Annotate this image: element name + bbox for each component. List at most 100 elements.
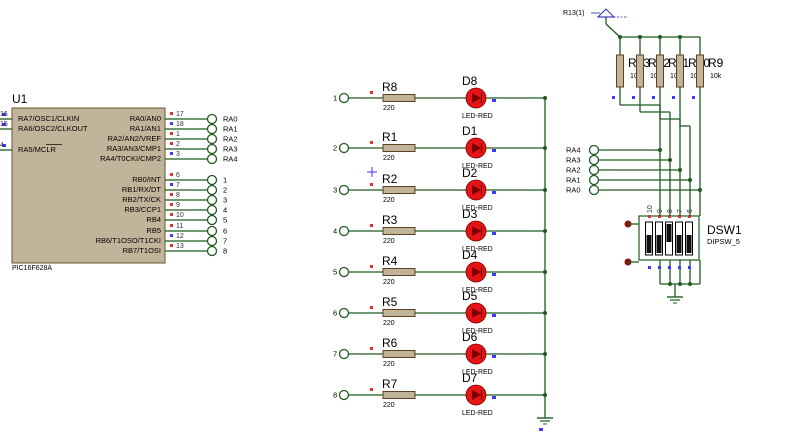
mcu-pin-name: RA6/OSC2/CLKOUT [18,124,88,133]
terminal[interactable] [206,153,218,165]
resistor-value: 220 [383,197,395,204]
diode-triangle [472,308,481,318]
mcu-right-pin[interactable]: 18 RA1/AN1 RA1 [130,121,238,135]
terminal[interactable] [338,92,350,104]
terminal[interactable] [588,184,600,196]
mcu-right-pin[interactable]: 8 RB2/TX/CK 3 [122,192,227,206]
mcu-pin-name: RB5 [146,226,161,235]
terminal[interactable] [206,174,218,186]
mcu-left-pin[interactable]: 15 RA6/OSC2/CLKOUT [0,121,88,133]
pullup-routing [620,104,701,216]
terminal[interactable] [206,133,218,145]
terminal[interactable] [338,389,350,401]
terminal[interactable] [338,348,350,360]
mcu-right-pin[interactable]: 10 RB4 5 [146,212,227,226]
switch-net-line[interactable]: RA4 [566,144,662,156]
net-label: RA3 [566,156,581,165]
resistor[interactable] [382,144,416,152]
terminal[interactable] [206,113,218,125]
switch-net-line[interactable]: RA1 [566,174,692,186]
toggle-knob [666,224,672,242]
resistor[interactable] [382,350,416,358]
resistor[interactable] [382,227,416,235]
mcu-right-pin[interactable]: 11 RB5 6 [146,223,227,237]
terminal[interactable] [338,142,350,154]
mcu-right-pin[interactable]: 6 RB0/INT 1 [132,172,227,186]
net-label: 1 [223,176,227,185]
resistor-ref: R8 [382,80,398,94]
dip-switch-dsw1[interactable]: DSW1 DIPSW_5 [624,215,742,266]
mcu-body [11,107,166,264]
terminal[interactable] [206,214,218,226]
mcu-right-pin[interactable]: 13 RB7/T1OSI 8 [123,243,228,257]
terminal[interactable] [206,194,218,206]
terminal[interactable] [338,266,350,278]
switch-net-line[interactable]: RA0 [566,184,702,196]
net-label: 5 [333,268,337,277]
terminal[interactable] [206,245,218,257]
terminal[interactable] [338,225,350,237]
power-label: R13(1) [563,10,584,17]
mcu-left-pin[interactable]: 4 RA5/MCLR [0,142,62,154]
terminal[interactable] [206,225,218,237]
dip-toggle[interactable]: 10 [645,205,661,284]
terminal[interactable] [206,235,218,247]
crosshair-marker-icon [367,167,377,177]
resistor-ref: R7 [382,377,398,391]
resistor[interactable] [382,94,416,102]
net-label: RA1 [223,125,238,134]
mcu-right-pin[interactable]: 9 RB3/CCP1 4 [124,202,227,216]
pullup-network: R13(1) [563,8,700,39]
pullup-resistor[interactable]: R1010k [672,37,710,105]
mcu-pin-number: 12 [176,233,184,240]
led-type: LED-RED [462,205,493,212]
switch-net-line[interactable]: RA2 [566,164,682,176]
terminal[interactable] [588,174,600,186]
mcu-right-pin[interactable]: 17 RA0/AN0 RA0 [130,111,238,125]
resistor[interactable] [382,309,416,317]
resistor[interactable] [636,54,644,88]
pullup-resistor[interactable]: R1310k [612,37,650,105]
terminal[interactable] [206,123,218,135]
net-label: 8 [333,391,337,400]
mcu-right-pin[interactable]: 12 RB6/T1OSO/T1CKI 7 [96,233,228,247]
resistor[interactable] [616,54,624,88]
terminal[interactable] [206,184,218,196]
microcontroller-u1[interactable]: U1 PIC16F628A 16 RA7/OSC1/CLKIN 15 RA6/O… [0,92,238,272]
mcu-right-pin[interactable]: 3 RA4/T0CKI/CMP2 RA4 [100,151,238,165]
switch-net-line[interactable]: RA3 [566,154,672,166]
resistor[interactable] [382,391,416,399]
resistor[interactable] [656,54,664,88]
terminal[interactable] [206,143,218,155]
terminal[interactable] [588,144,600,156]
mcu-left-pin[interactable]: 16 RA7/OSC1/CLKIN [0,111,79,123]
terminal[interactable] [338,307,350,319]
terminal[interactable] [588,164,600,176]
resistor[interactable] [676,54,684,88]
pullup-resistor[interactable]: R1110k [652,37,689,105]
terminal[interactable] [588,154,600,166]
terminal[interactable] [338,184,350,196]
resistor[interactable] [382,186,416,194]
net-label: 7 [223,237,227,246]
resistor[interactable] [382,268,416,276]
pullup-resistor[interactable]: R1210k [632,37,670,105]
mcu-right-pin[interactable]: 7 RB1/RX/DT 2 [122,182,227,196]
diode-triangle [472,349,481,359]
mcu-pin-number: 4 [0,142,4,149]
net-label: 2 [333,144,337,153]
resistor[interactable] [696,54,704,88]
terminal[interactable] [206,204,218,216]
net-label: 4 [223,206,227,215]
mcu-right-pin[interactable]: 1 RA2/AN2/VREF RA2 [108,131,238,145]
mcu-right-pin[interactable]: 2 RA3/AN3/CMP1 RA3 [107,141,238,155]
